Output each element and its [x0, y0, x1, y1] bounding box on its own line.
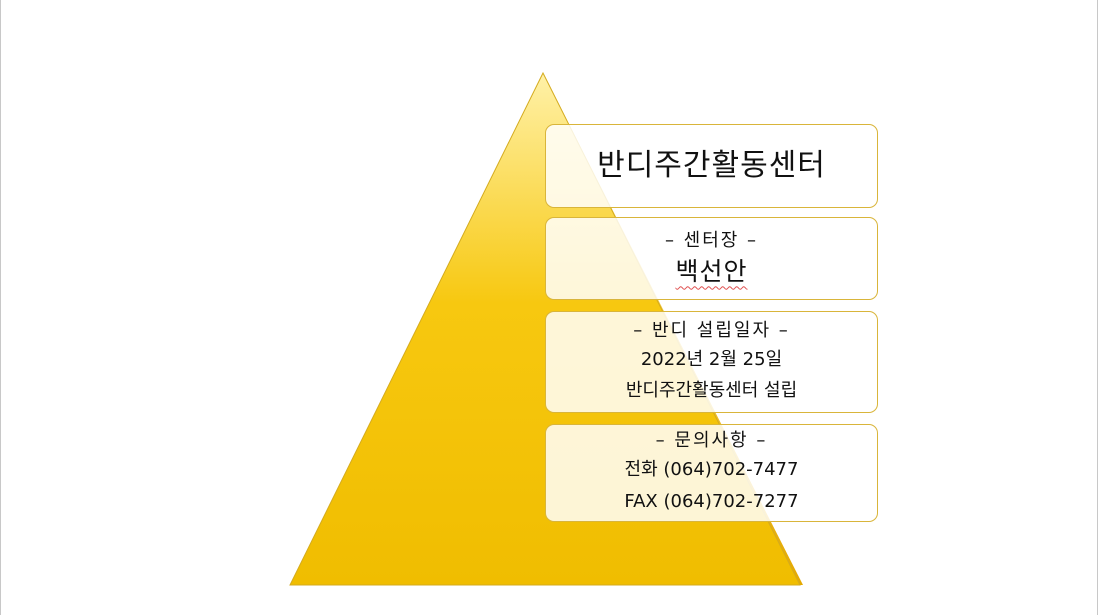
card-director: – 센터장 – 백선안 — [545, 217, 878, 300]
founding-heading: – 반디 설립일자 – — [633, 320, 790, 341]
card-center-name: 반디주간활동센터 — [545, 124, 878, 208]
window-left-border — [0, 0, 1, 615]
director-heading: – 센터장 – — [664, 229, 759, 251]
contact-fax: FAX (064)702-7277 — [624, 491, 799, 512]
director-name: 백선안 — [675, 256, 748, 286]
card-contact: – 문의사항 – 전화 (064)702-7477 FAX (064)702-7… — [545, 424, 878, 522]
founding-description: 반디주간활동센터 설립 — [625, 380, 798, 401]
founding-date: 2022년 2월 25일 — [640, 349, 783, 370]
center-title: 반디주간활동센터 — [597, 148, 826, 183]
card-founding-date: – 반디 설립일자 – 2022년 2월 25일 반디주간활동센터 설립 — [545, 311, 878, 413]
window-right-border — [1097, 0, 1098, 615]
contact-heading: – 문의사항 – — [655, 430, 768, 451]
contact-phone: 전화 (064)702-7477 — [624, 459, 799, 480]
